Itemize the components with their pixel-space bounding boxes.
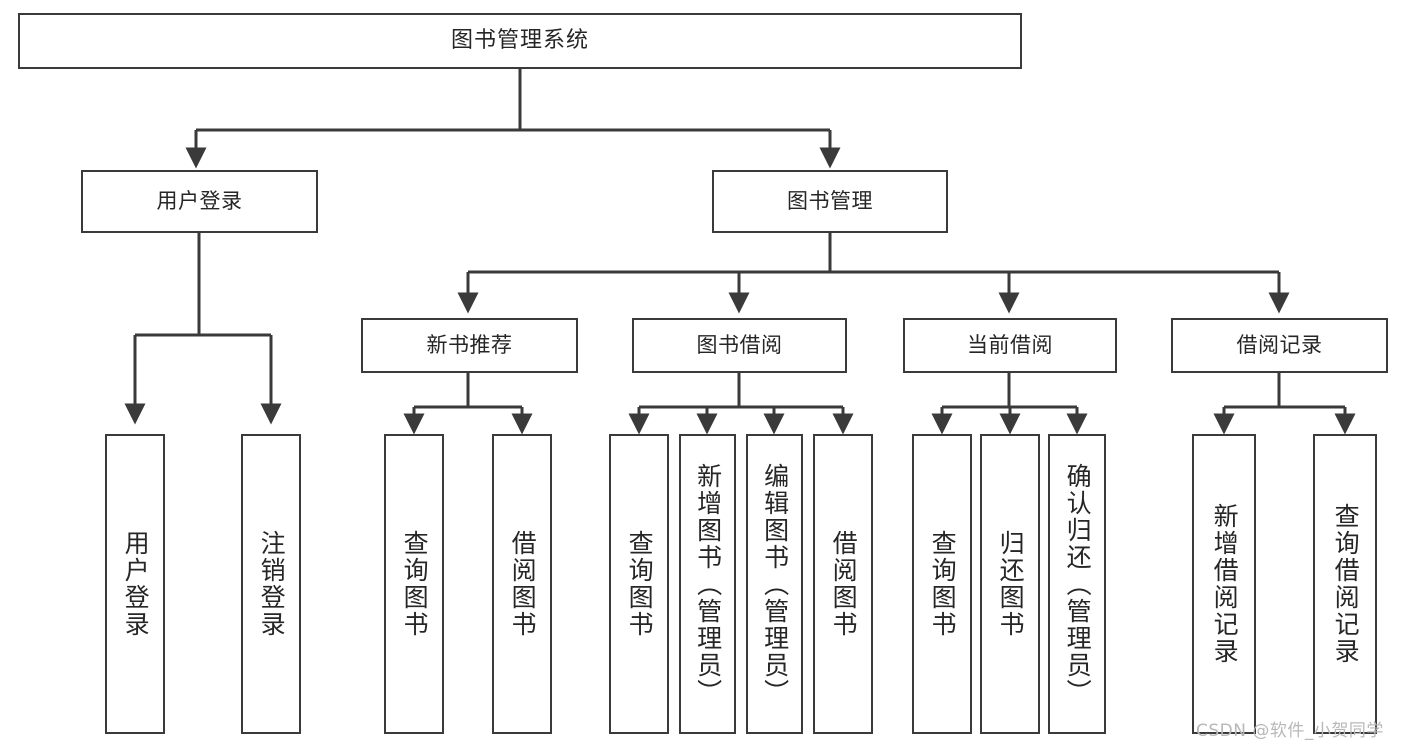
leaf-user-login-login[interactable]: 用户登录 <box>105 434 165 734</box>
node-label: 查询借阅记录 <box>1331 503 1361 665</box>
node-label: 注销登录 <box>257 530 287 638</box>
node-label: 图书管理 <box>787 189 873 214</box>
leaf-current-borrow-confirm-return[interactable]: 确认归还（管理员） <box>1048 434 1106 734</box>
node-label: 借阅图书 <box>829 530 859 638</box>
leaf-user-login-logout[interactable]: 注销登录 <box>241 434 301 734</box>
leaf-book-borrow-edit[interactable]: 编辑图书（管理员） <box>746 434 803 734</box>
leaf-current-borrow-query[interactable]: 查询图书 <box>912 434 972 734</box>
node-label: 借阅记录 <box>1236 333 1323 358</box>
node-label: 查询图书 <box>928 530 958 638</box>
csdn-watermark: CSDN @软件_小贺同学 <box>1196 721 1384 741</box>
node-label: 新增图书（管理员） <box>693 462 723 706</box>
node-label: 用户登录 <box>156 189 243 214</box>
node-label: 新书推荐 <box>426 333 513 358</box>
node-label: 确认归还（管理员） <box>1063 462 1093 706</box>
leaf-borrow-record-add[interactable]: 新增借阅记录 <box>1192 434 1256 734</box>
leaf-borrow-record-query[interactable]: 查询借阅记录 <box>1313 434 1377 734</box>
node-current-borrow[interactable]: 当前借阅 <box>903 318 1117 373</box>
node-label: 借阅图书 <box>508 530 538 638</box>
leaf-new-book-borrow[interactable]: 借阅图书 <box>492 434 552 734</box>
node-book-borrow[interactable]: 图书借阅 <box>632 318 847 373</box>
node-user-login[interactable]: 用户登录 <box>81 170 318 233</box>
leaf-current-borrow-return[interactable]: 归还图书 <box>980 434 1040 734</box>
node-label: 图书管理系统 <box>450 28 589 54</box>
node-label: 查询图书 <box>400 530 430 638</box>
node-label: 查询图书 <box>625 530 655 638</box>
node-new-book-recommend[interactable]: 新书推荐 <box>361 318 578 373</box>
leaf-book-borrow-borrow[interactable]: 借阅图书 <box>813 434 873 734</box>
node-label: 编辑图书（管理员） <box>760 462 790 706</box>
node-label: 新增借阅记录 <box>1210 503 1240 665</box>
leaf-new-book-query[interactable]: 查询图书 <box>384 434 444 734</box>
leaf-book-borrow-add[interactable]: 新增图书（管理员） <box>679 434 736 734</box>
node-label: 用户登录 <box>121 530 151 638</box>
node-label: 当前借阅 <box>967 333 1053 358</box>
node-root-system[interactable]: 图书管理系统 <box>18 13 1022 69</box>
node-borrow-record[interactable]: 借阅记录 <box>1171 318 1388 373</box>
node-label: 归还图书 <box>996 530 1026 638</box>
node-label: 图书借阅 <box>696 333 783 358</box>
node-book-management[interactable]: 图书管理 <box>712 170 948 233</box>
leaf-book-borrow-query[interactable]: 查询图书 <box>609 434 669 734</box>
